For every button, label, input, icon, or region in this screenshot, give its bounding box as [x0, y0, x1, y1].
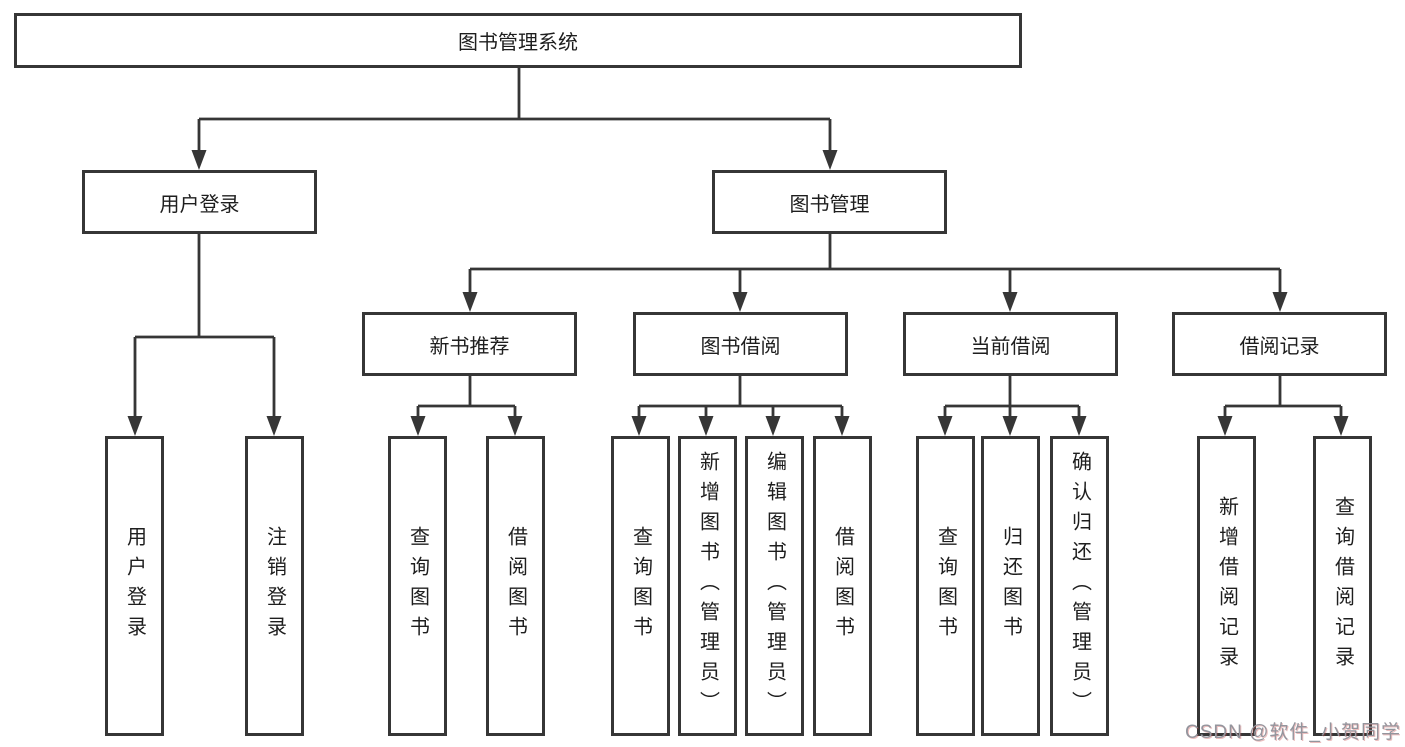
csdn-watermark: CSDN @软件_小贺同学	[1185, 722, 1401, 743]
node-label: 注销登录	[263, 526, 286, 646]
node-label: 新增借阅记录	[1215, 496, 1238, 676]
node-current-borrow: 当前借阅	[903, 312, 1118, 376]
leaf-confirm-return-admin: 确认归还（管理员）	[1050, 436, 1109, 736]
node-label: 确认归还（管理员）	[1068, 451, 1091, 721]
node-label: 用户登录	[159, 193, 240, 216]
node-label: 借阅记录	[1239, 335, 1320, 358]
leaf-borrow-books: 借阅图书	[813, 436, 872, 736]
leaf-query-books-current: 查询图书	[916, 436, 975, 736]
leaf-logout: 注销登录	[245, 436, 304, 736]
node-book-borrow: 图书借阅	[633, 312, 848, 376]
node-label: 图书管理系统	[458, 32, 578, 54]
leaf-borrow-books-recommend: 借阅图书	[486, 436, 545, 736]
node-book-management: 图书管理	[712, 170, 947, 234]
leaf-query-books-borrow: 查询图书	[611, 436, 670, 736]
node-new-book-recommend: 新书推荐	[362, 312, 577, 376]
leaf-user-login: 用户登录	[105, 436, 164, 736]
node-user-login: 用户登录	[82, 170, 317, 234]
node-label: 查询图书	[629, 526, 652, 646]
leaf-query-books-recommend: 查询图书	[388, 436, 447, 736]
node-label: 查询图书	[934, 526, 957, 646]
node-label: 借阅图书	[504, 526, 527, 646]
node-library-management-system: 图书管理系统	[14, 13, 1022, 68]
node-label: 查询图书	[406, 526, 429, 646]
node-label: 借阅图书	[831, 526, 854, 646]
node-label: 当前借阅	[970, 335, 1051, 358]
node-label: 查询借阅记录	[1331, 496, 1354, 676]
leaf-edit-books-admin: 编辑图书（管理员）	[745, 436, 804, 736]
leaf-add-books-admin: 新增图书（管理员）	[678, 436, 737, 736]
node-label: 编辑图书（管理员）	[763, 451, 786, 721]
node-label: 归还图书	[999, 526, 1022, 646]
leaf-query-borrow-record: 查询借阅记录	[1313, 436, 1372, 736]
node-borrow-record: 借阅记录	[1172, 312, 1387, 376]
leaf-add-borrow-record: 新增借阅记录	[1197, 436, 1256, 736]
node-label: 用户登录	[123, 526, 146, 646]
node-label: 图书借阅	[700, 335, 781, 358]
node-label: 图书管理	[789, 193, 870, 216]
node-label: 新书推荐	[429, 335, 510, 358]
leaf-return-books: 归还图书	[981, 436, 1040, 736]
node-label: 新增图书（管理员）	[696, 451, 719, 721]
